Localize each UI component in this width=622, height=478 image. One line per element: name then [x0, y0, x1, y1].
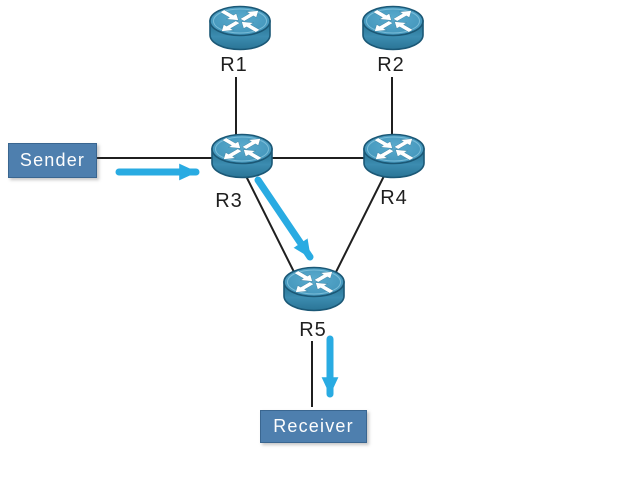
router-icon — [208, 130, 276, 182]
flow-arrow-r3-to-r5 — [254, 176, 314, 261]
router-node-r1 — [206, 2, 274, 54]
receiver-box: Receiver — [260, 410, 367, 443]
link-r4-r5 — [326, 175, 385, 291]
router-node-r2 — [359, 2, 427, 54]
router-icon — [359, 2, 427, 54]
router-icon — [360, 130, 428, 182]
router-node-r3 — [208, 130, 276, 182]
router-node-r5 — [280, 263, 348, 315]
router-label-r1: R1 — [220, 54, 248, 76]
router-icon — [206, 2, 274, 54]
router-node-r4 — [360, 130, 428, 182]
router-label-r4: R4 — [380, 187, 408, 209]
router-label-r3: R3 — [215, 190, 243, 212]
router-icon — [280, 263, 348, 315]
router-label-r2: R2 — [377, 54, 405, 76]
sender-box: Sender — [8, 143, 97, 178]
router-label-r5: R5 — [299, 319, 327, 341]
